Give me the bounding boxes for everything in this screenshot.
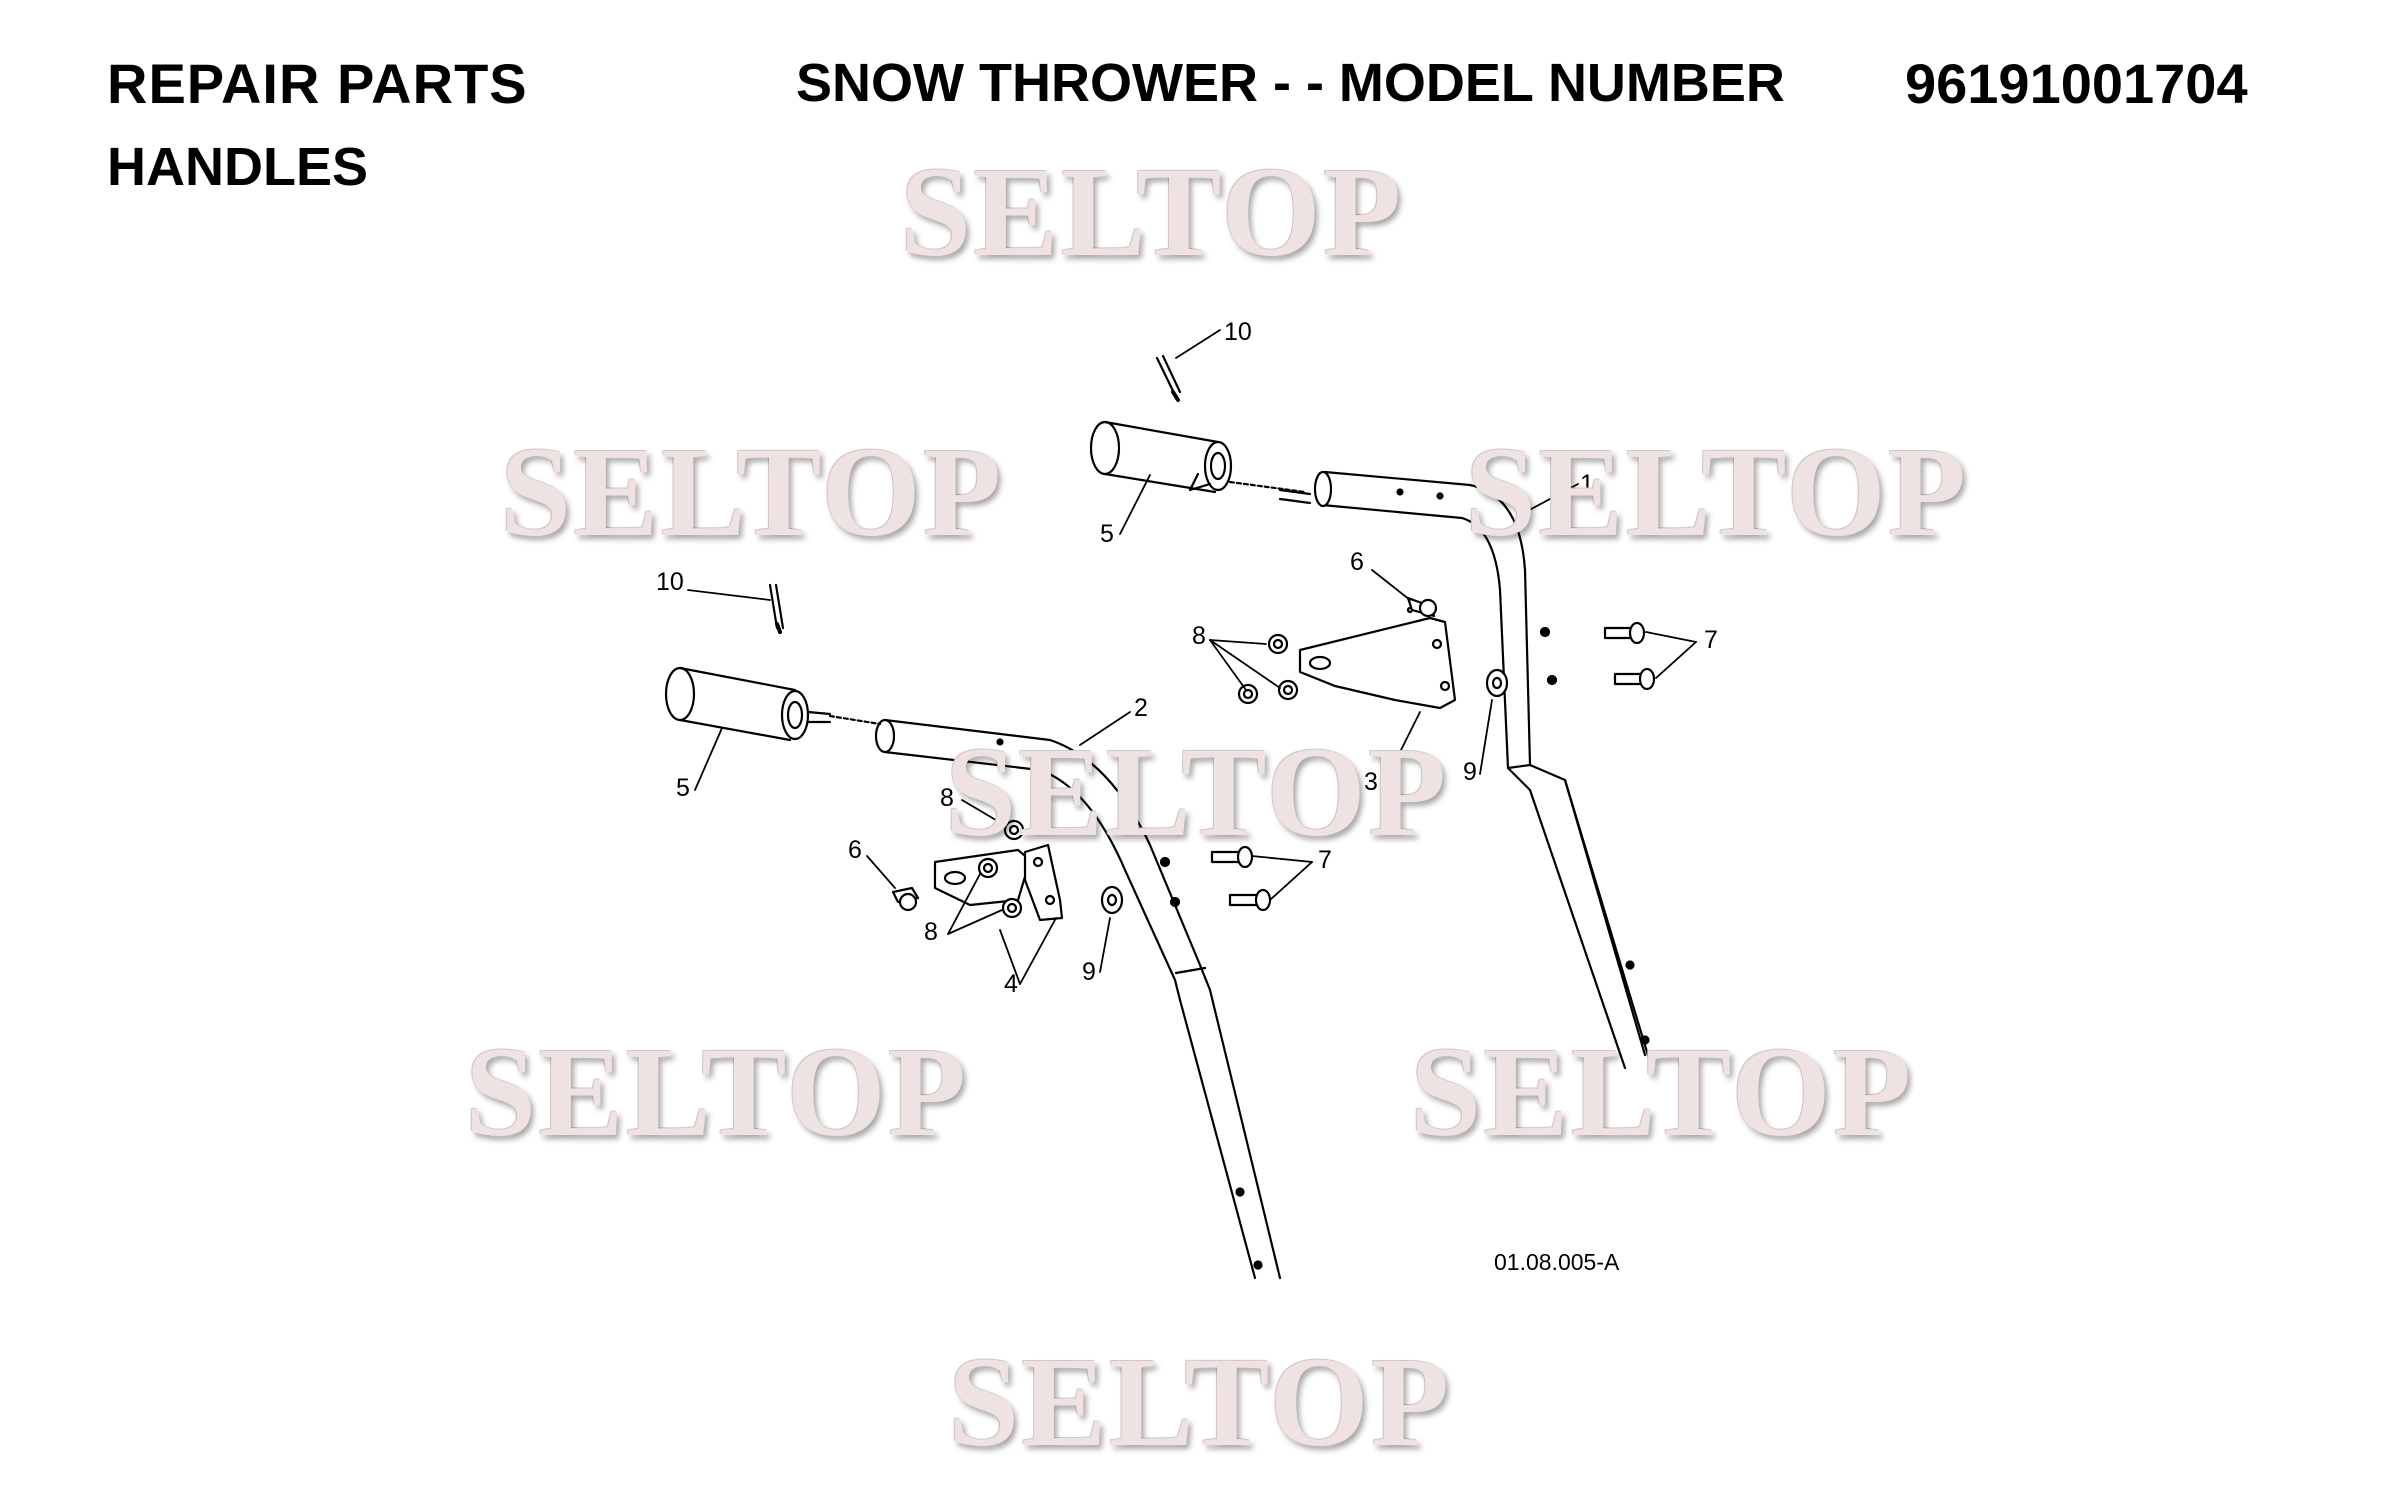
lower-handle-part-2	[874, 718, 1282, 1280]
callout-8-lower: 8	[924, 918, 938, 946]
callout-3: 3	[1364, 768, 1378, 796]
model-number: 96191001704	[1905, 52, 2248, 115]
bolt-part-6-upper	[1406, 596, 1438, 618]
clip-part-10-upper	[1155, 354, 1182, 402]
callout-10-upper: 10	[1224, 318, 1252, 346]
washer-part-9-upper	[1485, 668, 1509, 698]
upper-handle-part-1	[1313, 470, 1652, 1070]
callout-5-upper: 5	[1100, 520, 1114, 548]
callout-8-upper: 8	[1192, 622, 1206, 650]
bracket-part-4	[933, 843, 1064, 922]
callout-4: 4	[1004, 970, 1018, 998]
callout-6-upper: 6	[1350, 548, 1364, 576]
callout-6-lower: 6	[848, 836, 862, 864]
bolt-part-6-lower	[891, 886, 920, 912]
bolts-part-7-upper	[1603, 621, 1656, 691]
product-title: SNOW THROWER - - MODEL NUMBER	[796, 53, 1785, 113]
callout-1: 1	[1580, 470, 1594, 498]
page-title: REPAIR PARTS	[107, 52, 528, 115]
callout-5-lower: 5	[676, 774, 690, 802]
leader-lines	[687, 329, 1697, 985]
bracket-part-3	[1298, 606, 1457, 710]
callout-9-upper: 9	[1463, 758, 1477, 786]
nuts-part-8-lower	[977, 819, 1025, 919]
callout-7-lower: 7	[1318, 846, 1332, 874]
figure-reference: 01.08.005-A	[1494, 1249, 1620, 1275]
washer-part-9-lower	[1100, 885, 1124, 915]
callout-7-upper: 7	[1704, 626, 1718, 654]
nuts-part-8-upper	[1237, 633, 1299, 705]
upper-grip-part-5	[1089, 420, 1312, 505]
callout-labels: 10 5 1 6 8 3 9 7 10 5 2 8 6 8 4 9 7 01.0…	[656, 318, 1718, 1275]
section-subtitle: HANDLES	[107, 137, 369, 197]
callout-10-lower: 10	[656, 568, 684, 596]
callout-2: 2	[1134, 694, 1148, 722]
clip-part-10-lower	[768, 583, 785, 634]
callout-8-lower-top: 8	[940, 784, 954, 812]
callout-9-lower: 9	[1082, 958, 1096, 986]
lower-grip-part-5	[664, 666, 882, 742]
